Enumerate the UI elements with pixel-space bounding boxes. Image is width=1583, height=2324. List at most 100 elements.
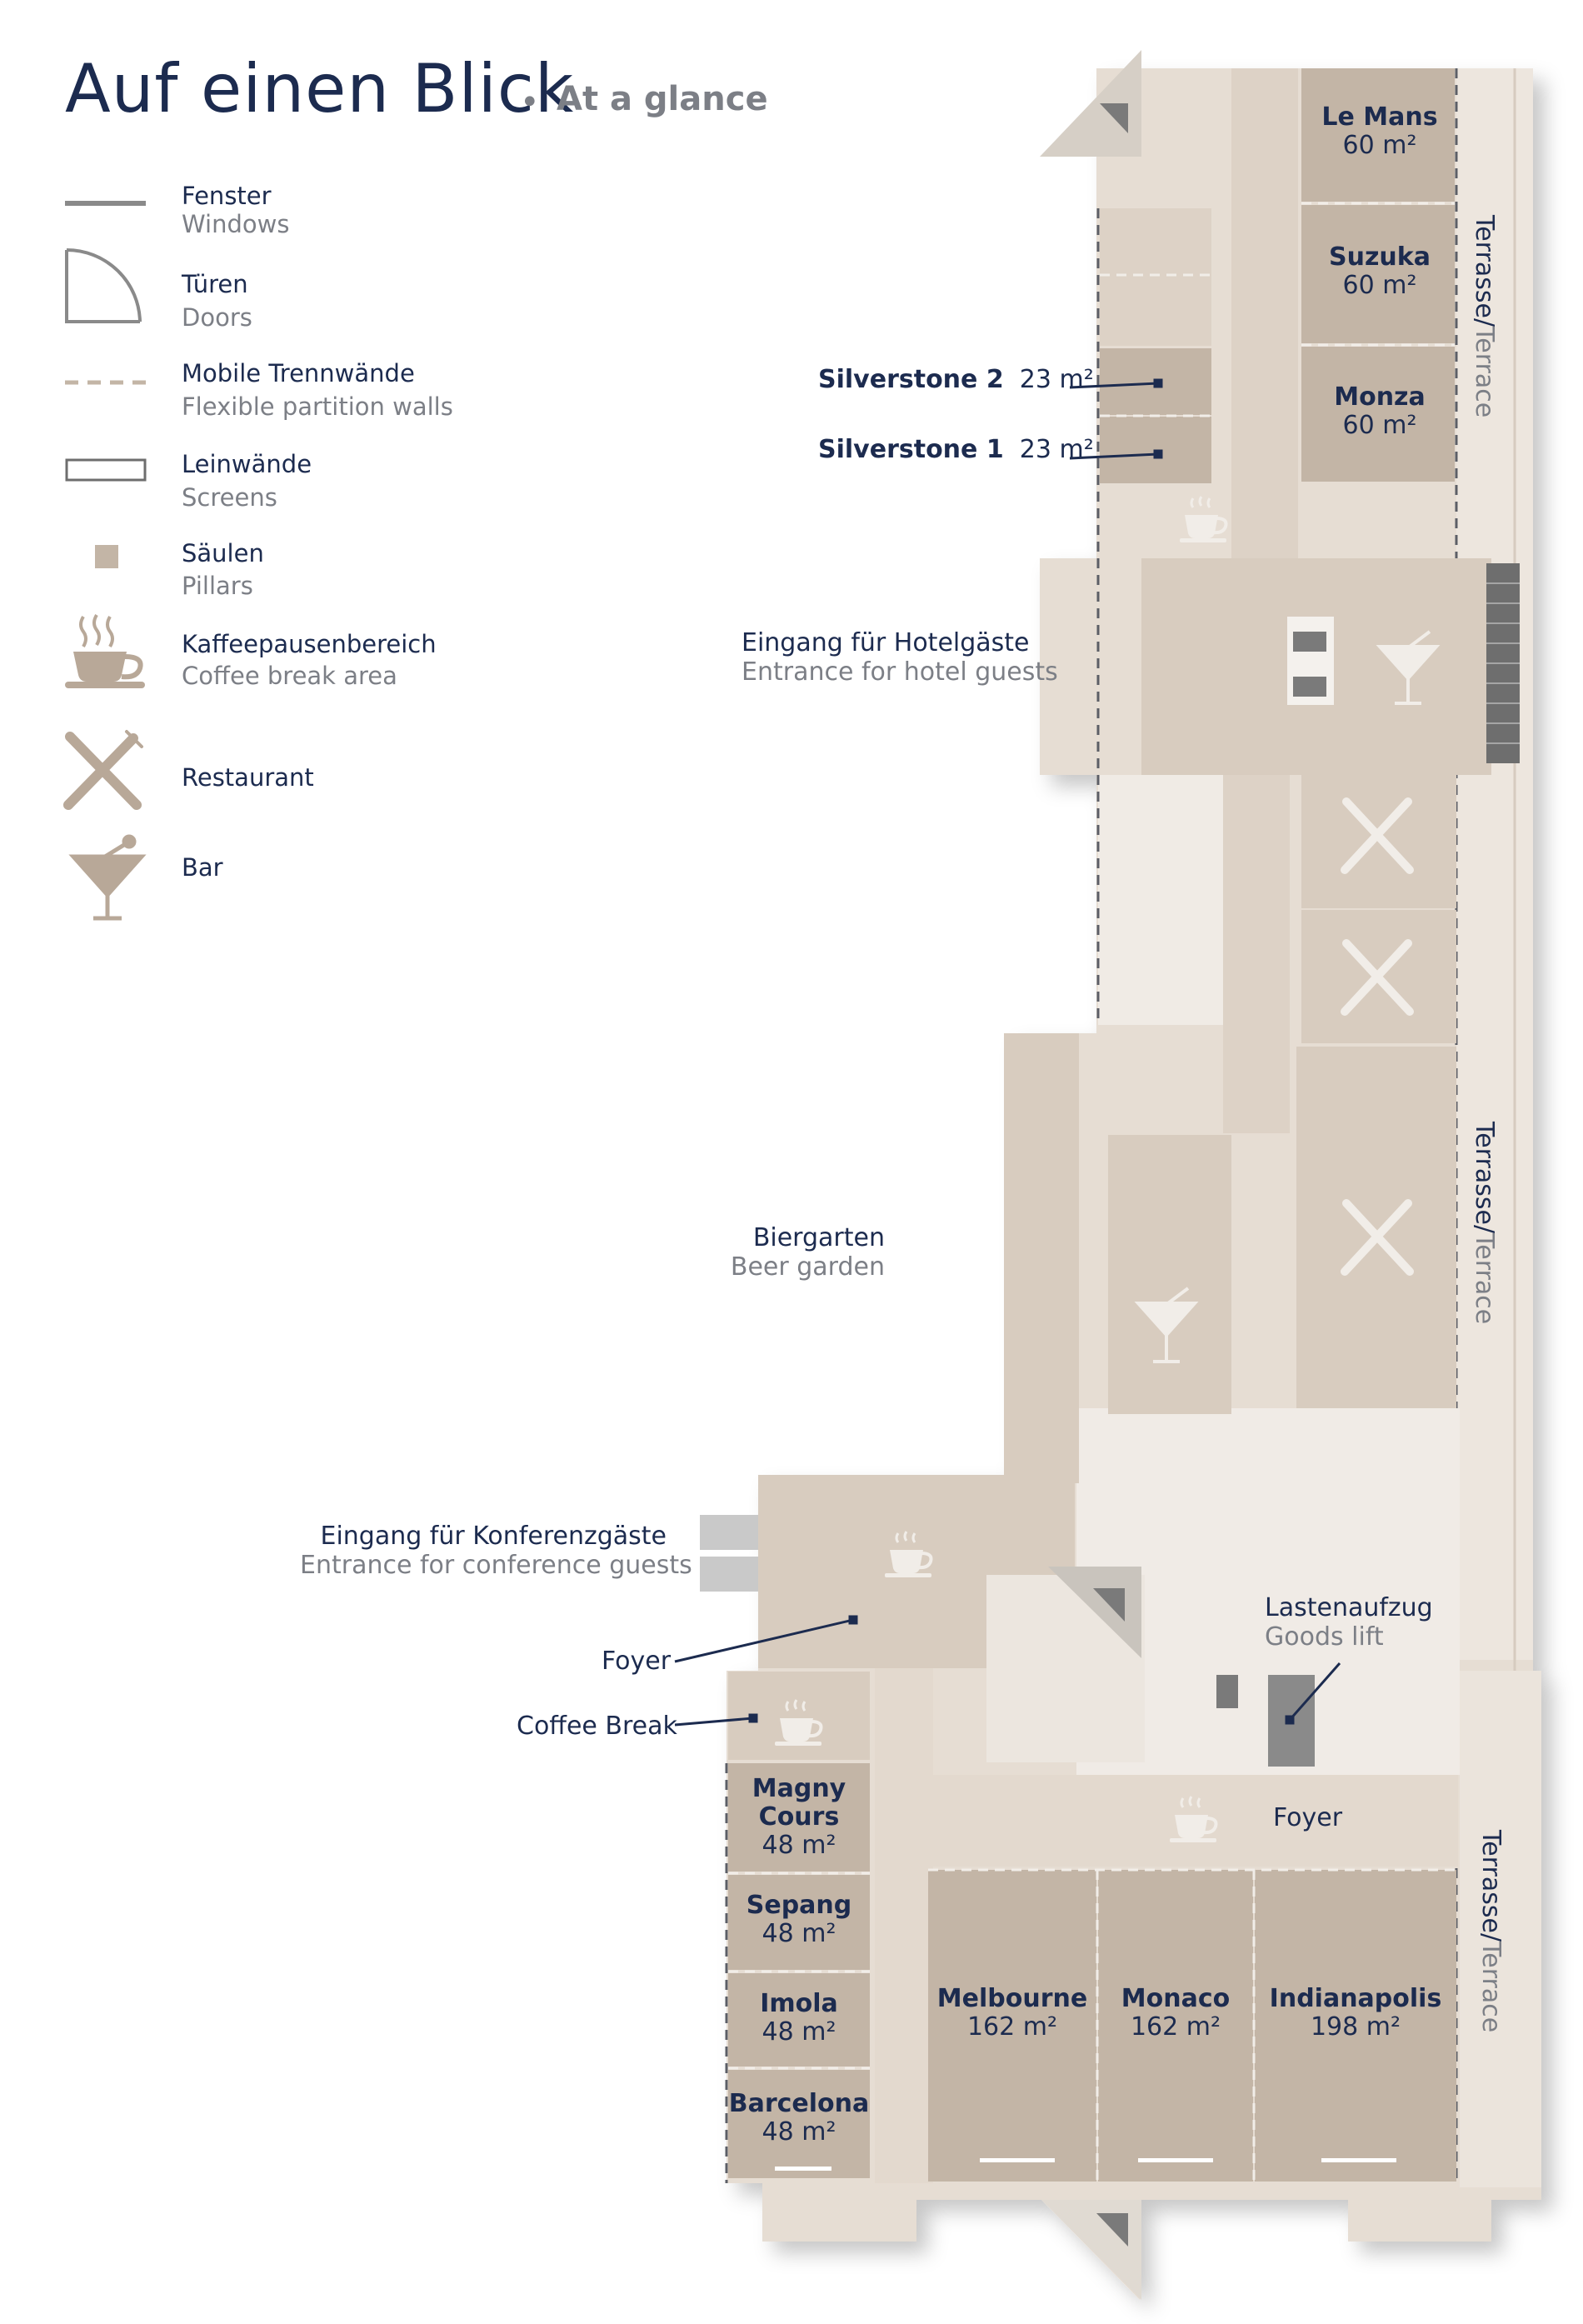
- foyer-lower-text: Foyer: [1273, 1803, 1343, 1832]
- hotel-entrance-de: Eingang für Hotelgäste: [742, 628, 1030, 657]
- legend-coffee-label: Kaffeepausenbereich: [182, 630, 437, 658]
- bar-icon-upper: [1376, 630, 1441, 705]
- terrace-label-upper: Terrasse/Terrace: [1470, 215, 1499, 417]
- beer-garden-label: Biergarten Beer garden: [725, 1223, 885, 1282]
- conference-entrance-label: Eingang für Konferenzgäste Entrance for …: [300, 1522, 692, 1580]
- coffee-icon-foyer: [885, 1531, 933, 1577]
- restaurant-icon-3: [1341, 1199, 1414, 1276]
- beer-garden-de: Biergarten: [752, 1223, 885, 1252]
- screen-icon: [65, 458, 147, 482]
- legend-windows-label: Fenster: [182, 182, 272, 210]
- room-name: Suzuka: [1329, 242, 1431, 272]
- room-melbourne-label: Melbourne 162 m²: [928, 1985, 1096, 2042]
- room-melbourne: [928, 1870, 1096, 2182]
- terrace-en: Terrace: [1470, 327, 1499, 418]
- room-name: Silverstone 1: [818, 435, 1004, 464]
- legend-pillars-label-en: Pillars: [182, 572, 253, 600]
- terrace-de: Terrasse: [1470, 1122, 1499, 1225]
- foyer-upper-text: Foyer: [602, 1647, 672, 1676]
- room-silverstone-2-label: Silverstone 2 23 m²: [818, 365, 1094, 394]
- legend-doors-label: Türen: [182, 270, 248, 298]
- terrace-label-middle: Terrasse/Terrace: [1470, 1122, 1499, 1324]
- legend-partitions-label-en: Flexible partition walls: [182, 392, 453, 421]
- room-size: 48 m²: [762, 1831, 836, 1860]
- fork-knife-icon: [63, 730, 143, 810]
- room-name: Monaco: [1121, 1984, 1231, 2013]
- terrace-sep: /: [1470, 317, 1499, 327]
- goods-lift-de: Lastenaufzug: [1265, 1593, 1433, 1622]
- bar-icon-lower: [1134, 1287, 1199, 1363]
- room-size: 48 m²: [762, 2017, 836, 2047]
- room-upper-left: [1100, 208, 1211, 346]
- room-size: 198 m²: [1310, 2012, 1401, 2042]
- hotel-entrance-en: Entrance for hotel guests: [742, 657, 1058, 687]
- room-size: 162 m²: [966, 2012, 1058, 2042]
- foyer-upper-label: Foyer: [602, 1647, 671, 1676]
- room-name: Silverstone 2: [818, 365, 1004, 394]
- room-le-mans: [1301, 68, 1455, 202]
- conference-entrance-en: Entrance for conference guests: [300, 1551, 692, 1580]
- foyer-lower-label: Foyer: [1273, 1803, 1342, 1832]
- room-monaco: [1098, 1870, 1253, 2182]
- coffee-icon-lower-foyer: [1170, 1796, 1218, 1842]
- goods-lift-label: Lastenaufzug Goods lift: [1265, 1593, 1433, 1652]
- hotel-entrance-label: Eingang für Hotelgäste Entrance for hote…: [742, 628, 1058, 687]
- terrace-de: Terrasse: [1470, 215, 1499, 318]
- room-magny-cours-label: Magny Cours 48 m²: [728, 1775, 870, 1860]
- conference-entrance-de: Eingang für Konferenzgäste: [320, 1522, 667, 1551]
- room-size: 162 m²: [1130, 2012, 1221, 2042]
- room-name: Imola: [760, 1989, 838, 2018]
- restaurant-block-3: [1296, 1047, 1456, 1408]
- room-le-mans-label: Le Mans 60 m²: [1305, 103, 1455, 160]
- room-imola-label: Imola 48 m²: [728, 1990, 870, 2047]
- room-size: 60 m²: [1342, 271, 1417, 300]
- room-name: Indianapolis: [1269, 1984, 1442, 2013]
- page-subtitle: At a glance: [557, 80, 768, 118]
- service-corridor: [1004, 1033, 1079, 1483]
- beer-garden-en: Beer garden: [730, 1252, 885, 1282]
- coffee-icon-coffee-break: [775, 1699, 823, 1746]
- pillar-icon: [95, 545, 118, 568]
- terrace-sep: /: [1476, 1932, 1506, 1942]
- terrace-de: Terrasse: [1476, 1830, 1506, 1933]
- legend-doors-label-en: Doors: [182, 303, 252, 332]
- goods-lift-en: Goods lift: [1265, 1622, 1384, 1652]
- legend-coffee-label-en: Coffee break area: [182, 662, 397, 690]
- cocktail-glass-icon: [68, 834, 147, 921]
- bar-block-lower: [1108, 1135, 1231, 1414]
- terrace-sep: /: [1470, 1224, 1499, 1234]
- room-silverstone-1-label: Silverstone 1 23 m²: [818, 435, 1094, 464]
- title-separator: •: [520, 83, 540, 122]
- room-barcelona: [728, 2070, 870, 2178]
- room-suzuka-label: Suzuka 60 m²: [1305, 243, 1455, 300]
- room-magny-cours: [728, 1763, 870, 1872]
- room-indianapolis-label: Indianapolis 198 m²: [1255, 1985, 1456, 2042]
- room-name-line1: Magny: [752, 1774, 846, 1803]
- room-suzuka: [1301, 205, 1455, 343]
- room-size: 48 m²: [762, 1919, 836, 1948]
- terrace-en: Terrace: [1470, 1233, 1499, 1325]
- terrace-en: Terrace: [1476, 1942, 1506, 2033]
- legend-screens-label: Leinwände: [182, 450, 312, 478]
- room-name: Barcelona: [728, 2089, 870, 2118]
- room-size: 23 m²: [1019, 435, 1094, 464]
- corridor-middle: [1223, 775, 1290, 1133]
- room-size: 48 m²: [762, 2117, 836, 2147]
- restaurant-icon-2: [1341, 939, 1414, 1016]
- page-title: Auf einen Blick: [65, 50, 575, 127]
- terrace-lower: [1460, 1671, 1541, 2187]
- legend-partitions-label: Mobile Trennwände: [182, 359, 415, 387]
- legend-windows-label-en: Windows: [182, 210, 290, 238]
- legend-screens-label-en: Screens: [182, 483, 277, 512]
- room-sepang: [728, 1875, 870, 1970]
- room-indianapolis: [1255, 1870, 1456, 2182]
- room-sepang-label: Sepang 48 m²: [728, 1892, 870, 1948]
- legend-pillars-label: Säulen: [182, 539, 264, 567]
- corridor-upper: [1231, 68, 1298, 585]
- room-name: Sepang: [746, 1891, 852, 1920]
- room-imola: [728, 1973, 870, 2067]
- room-barcelona-label: Barcelona 48 m²: [728, 2090, 870, 2147]
